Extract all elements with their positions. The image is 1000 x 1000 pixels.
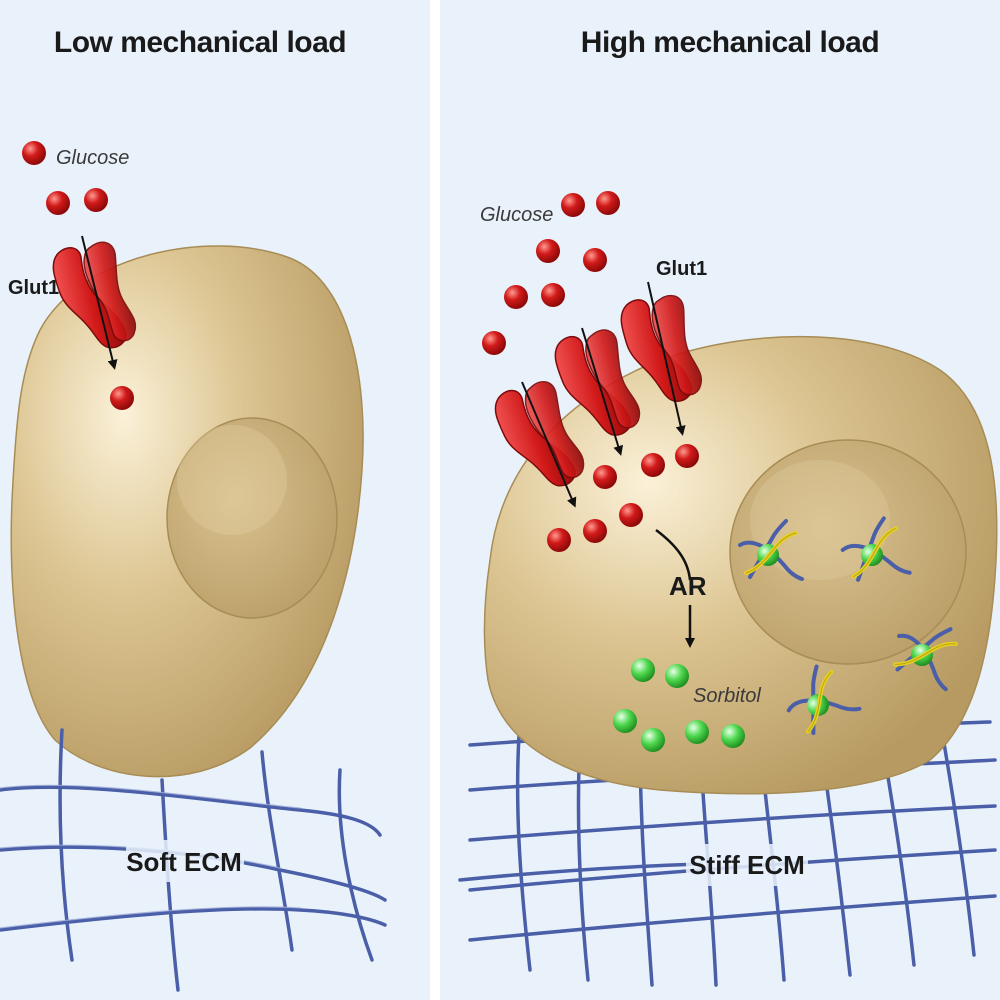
- transport-arrow: [647, 281, 686, 436]
- glucose-label: Glucose: [480, 204, 553, 226]
- glucose-molecule: [46, 191, 70, 215]
- soft-ecm-network: [0, 728, 387, 992]
- sorbitol-label: Sorbitol: [693, 685, 761, 707]
- nucleus: [166, 417, 338, 619]
- nucleus-highlight: [177, 425, 287, 535]
- glut1-label: Glut1: [656, 258, 707, 280]
- glucose-molecule: [504, 285, 528, 309]
- panel-title: Low mechanical load: [54, 26, 346, 59]
- conversion-arrow: [655, 529, 692, 581]
- panel-low-load: Low mechanical load Glucose Glut1: [0, 0, 430, 1000]
- ecm-label: Stiff ECM: [689, 850, 805, 880]
- glut1-label: Glut1: [8, 277, 59, 299]
- enzyme-label: AR: [669, 571, 707, 601]
- glucose-molecule: [541, 283, 565, 307]
- ecm-label-bg: [126, 840, 244, 882]
- glucose-molecule: [641, 453, 665, 477]
- nucleus-highlight: [750, 460, 890, 580]
- glucose-molecule: [84, 188, 108, 212]
- glucose-molecule: [482, 331, 506, 355]
- glucose-molecule: [596, 191, 620, 215]
- ecm-label-bg: [686, 844, 808, 886]
- sorbitol-molecule: [685, 720, 709, 744]
- stiff-ecm-network-front: [458, 862, 702, 882]
- glucose-molecule: [583, 519, 607, 543]
- glucose-molecule: [619, 503, 643, 527]
- glucose-molecule: [583, 248, 607, 272]
- transport-arrow: [581, 327, 624, 456]
- panel-high-load: High mechanical load Glucose: [440, 0, 1000, 1000]
- nucleus: [729, 439, 967, 665]
- glucose-molecule: [110, 386, 134, 410]
- transport-arrow: [521, 381, 577, 508]
- sorbitol-molecule: [641, 728, 665, 752]
- glucose-molecule: [675, 444, 699, 468]
- panel-title: High mechanical load: [581, 26, 879, 59]
- ecm-label: Soft ECM: [126, 847, 242, 877]
- glucose-molecule: [22, 141, 46, 165]
- glucose-molecule: [593, 465, 617, 489]
- glucose-molecule: [536, 239, 560, 263]
- glucose-molecule: [561, 193, 585, 217]
- sorbitol-molecule: [665, 664, 689, 688]
- sorbitol-molecule: [721, 724, 745, 748]
- glucose-molecule: [547, 528, 571, 552]
- sorbitol-molecule: [631, 658, 655, 682]
- transport-arrow: [81, 235, 118, 370]
- panel-divider: [430, 0, 440, 1000]
- glucose-label: Glucose: [56, 147, 129, 169]
- sorbitol-molecule: [613, 709, 637, 733]
